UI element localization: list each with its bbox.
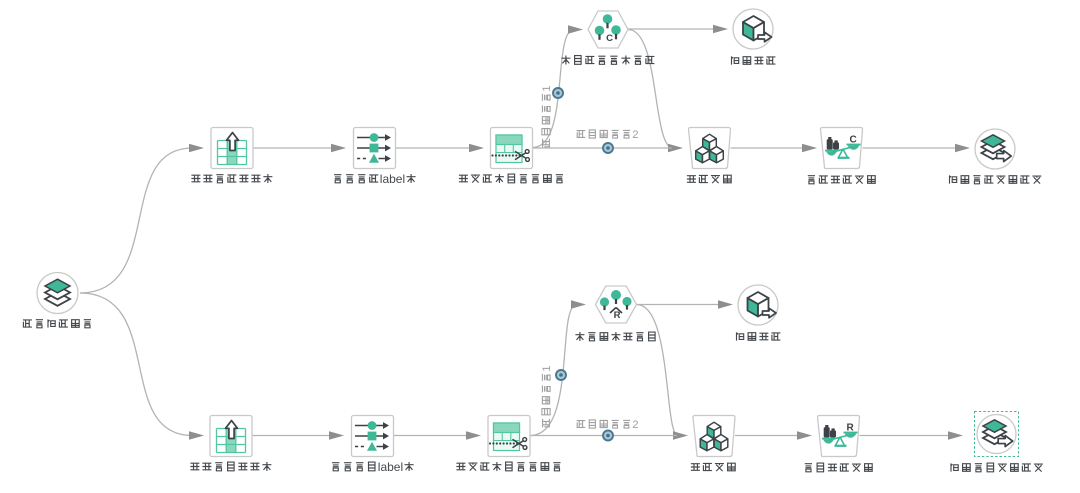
svg-text:label: label — [378, 460, 403, 474]
svg-text:2: 2 — [632, 129, 638, 141]
svg-text:label: label — [380, 172, 405, 186]
svg-text:C: C — [606, 33, 613, 44]
svg-text:2: 2 — [632, 419, 638, 431]
svg-text:R: R — [847, 423, 855, 434]
svg-text:1: 1 — [541, 365, 553, 371]
svg-text:C: C — [850, 135, 857, 146]
svg-text:R: R — [614, 310, 621, 321]
svg-text:1: 1 — [541, 85, 553, 91]
